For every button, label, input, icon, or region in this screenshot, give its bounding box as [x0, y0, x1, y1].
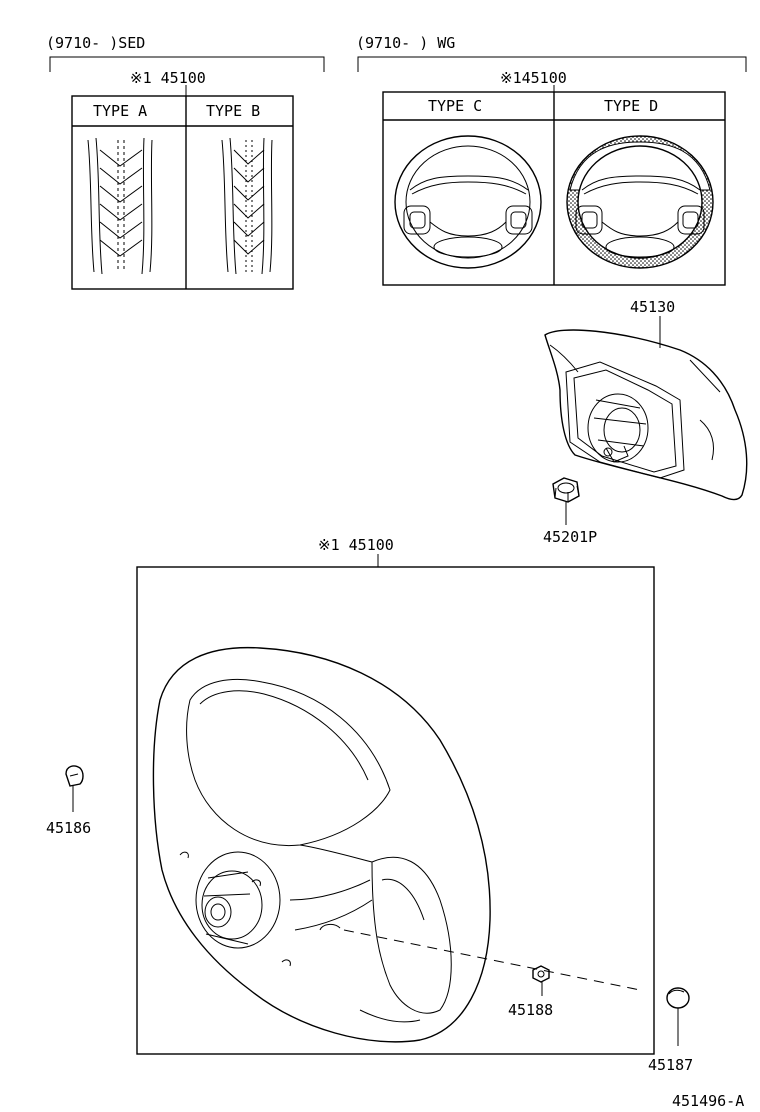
cap-group: 45187: [648, 987, 693, 1074]
wagon-part-number: ※145100: [500, 69, 567, 87]
type-b-grip-illustration: [221, 137, 273, 275]
type-a-label: TYPE A: [93, 102, 147, 120]
screw-part-number: 45188: [508, 1001, 553, 1019]
screw-illustration: [532, 965, 550, 983]
type-c-wheel-illustration: [394, 135, 542, 269]
sedan-type-box: [71, 95, 294, 290]
main-wheel-part-number: ※1 45100: [318, 536, 394, 554]
type-a-grip-illustration: [87, 137, 153, 275]
sedan-bracket-line: [49, 56, 325, 72]
sedan-part-number: ※1 45100: [130, 69, 206, 87]
clip-illustration: [65, 765, 84, 787]
horn-pad-illustration: [544, 329, 748, 501]
cap-part-number: 45187: [648, 1056, 693, 1074]
clip-part-number: 45186: [46, 819, 91, 837]
type-c-label: TYPE C: [428, 97, 482, 115]
pad-part-number: 45130: [630, 298, 675, 316]
type-d-wheel-illustration: [566, 135, 714, 269]
steering-wheel-illustration: [152, 646, 491, 1043]
sedan-header-label: (9710- )SED: [46, 34, 145, 52]
main-wheel-group: ※1 45100: [136, 536, 655, 1055]
cap-illustration: [666, 987, 690, 1009]
nut-part-number: 45201P: [543, 528, 597, 546]
type-b-label: TYPE B: [206, 102, 260, 120]
wagon-group: (9710- ) WG ※145100 TYPE C TYPE D: [356, 34, 747, 286]
sedan-group: (9710- )SED ※1 45100 TYPE A TYPE B: [46, 34, 325, 290]
wagon-bracket-line: [357, 56, 747, 72]
screw-group: 45188: [508, 965, 553, 1019]
nut-group: 45201P: [543, 477, 597, 546]
main-wheel-frame: [136, 566, 655, 1055]
wagon-header-label: (9710- ) WG: [356, 34, 455, 52]
nut-illustration: [552, 477, 580, 503]
pad-assembly-group: 45130: [544, 298, 748, 501]
diagram-id-label: 451496-A: [672, 1092, 744, 1110]
type-d-label: TYPE D: [604, 97, 658, 115]
clip-left-group: 45186: [46, 765, 91, 837]
